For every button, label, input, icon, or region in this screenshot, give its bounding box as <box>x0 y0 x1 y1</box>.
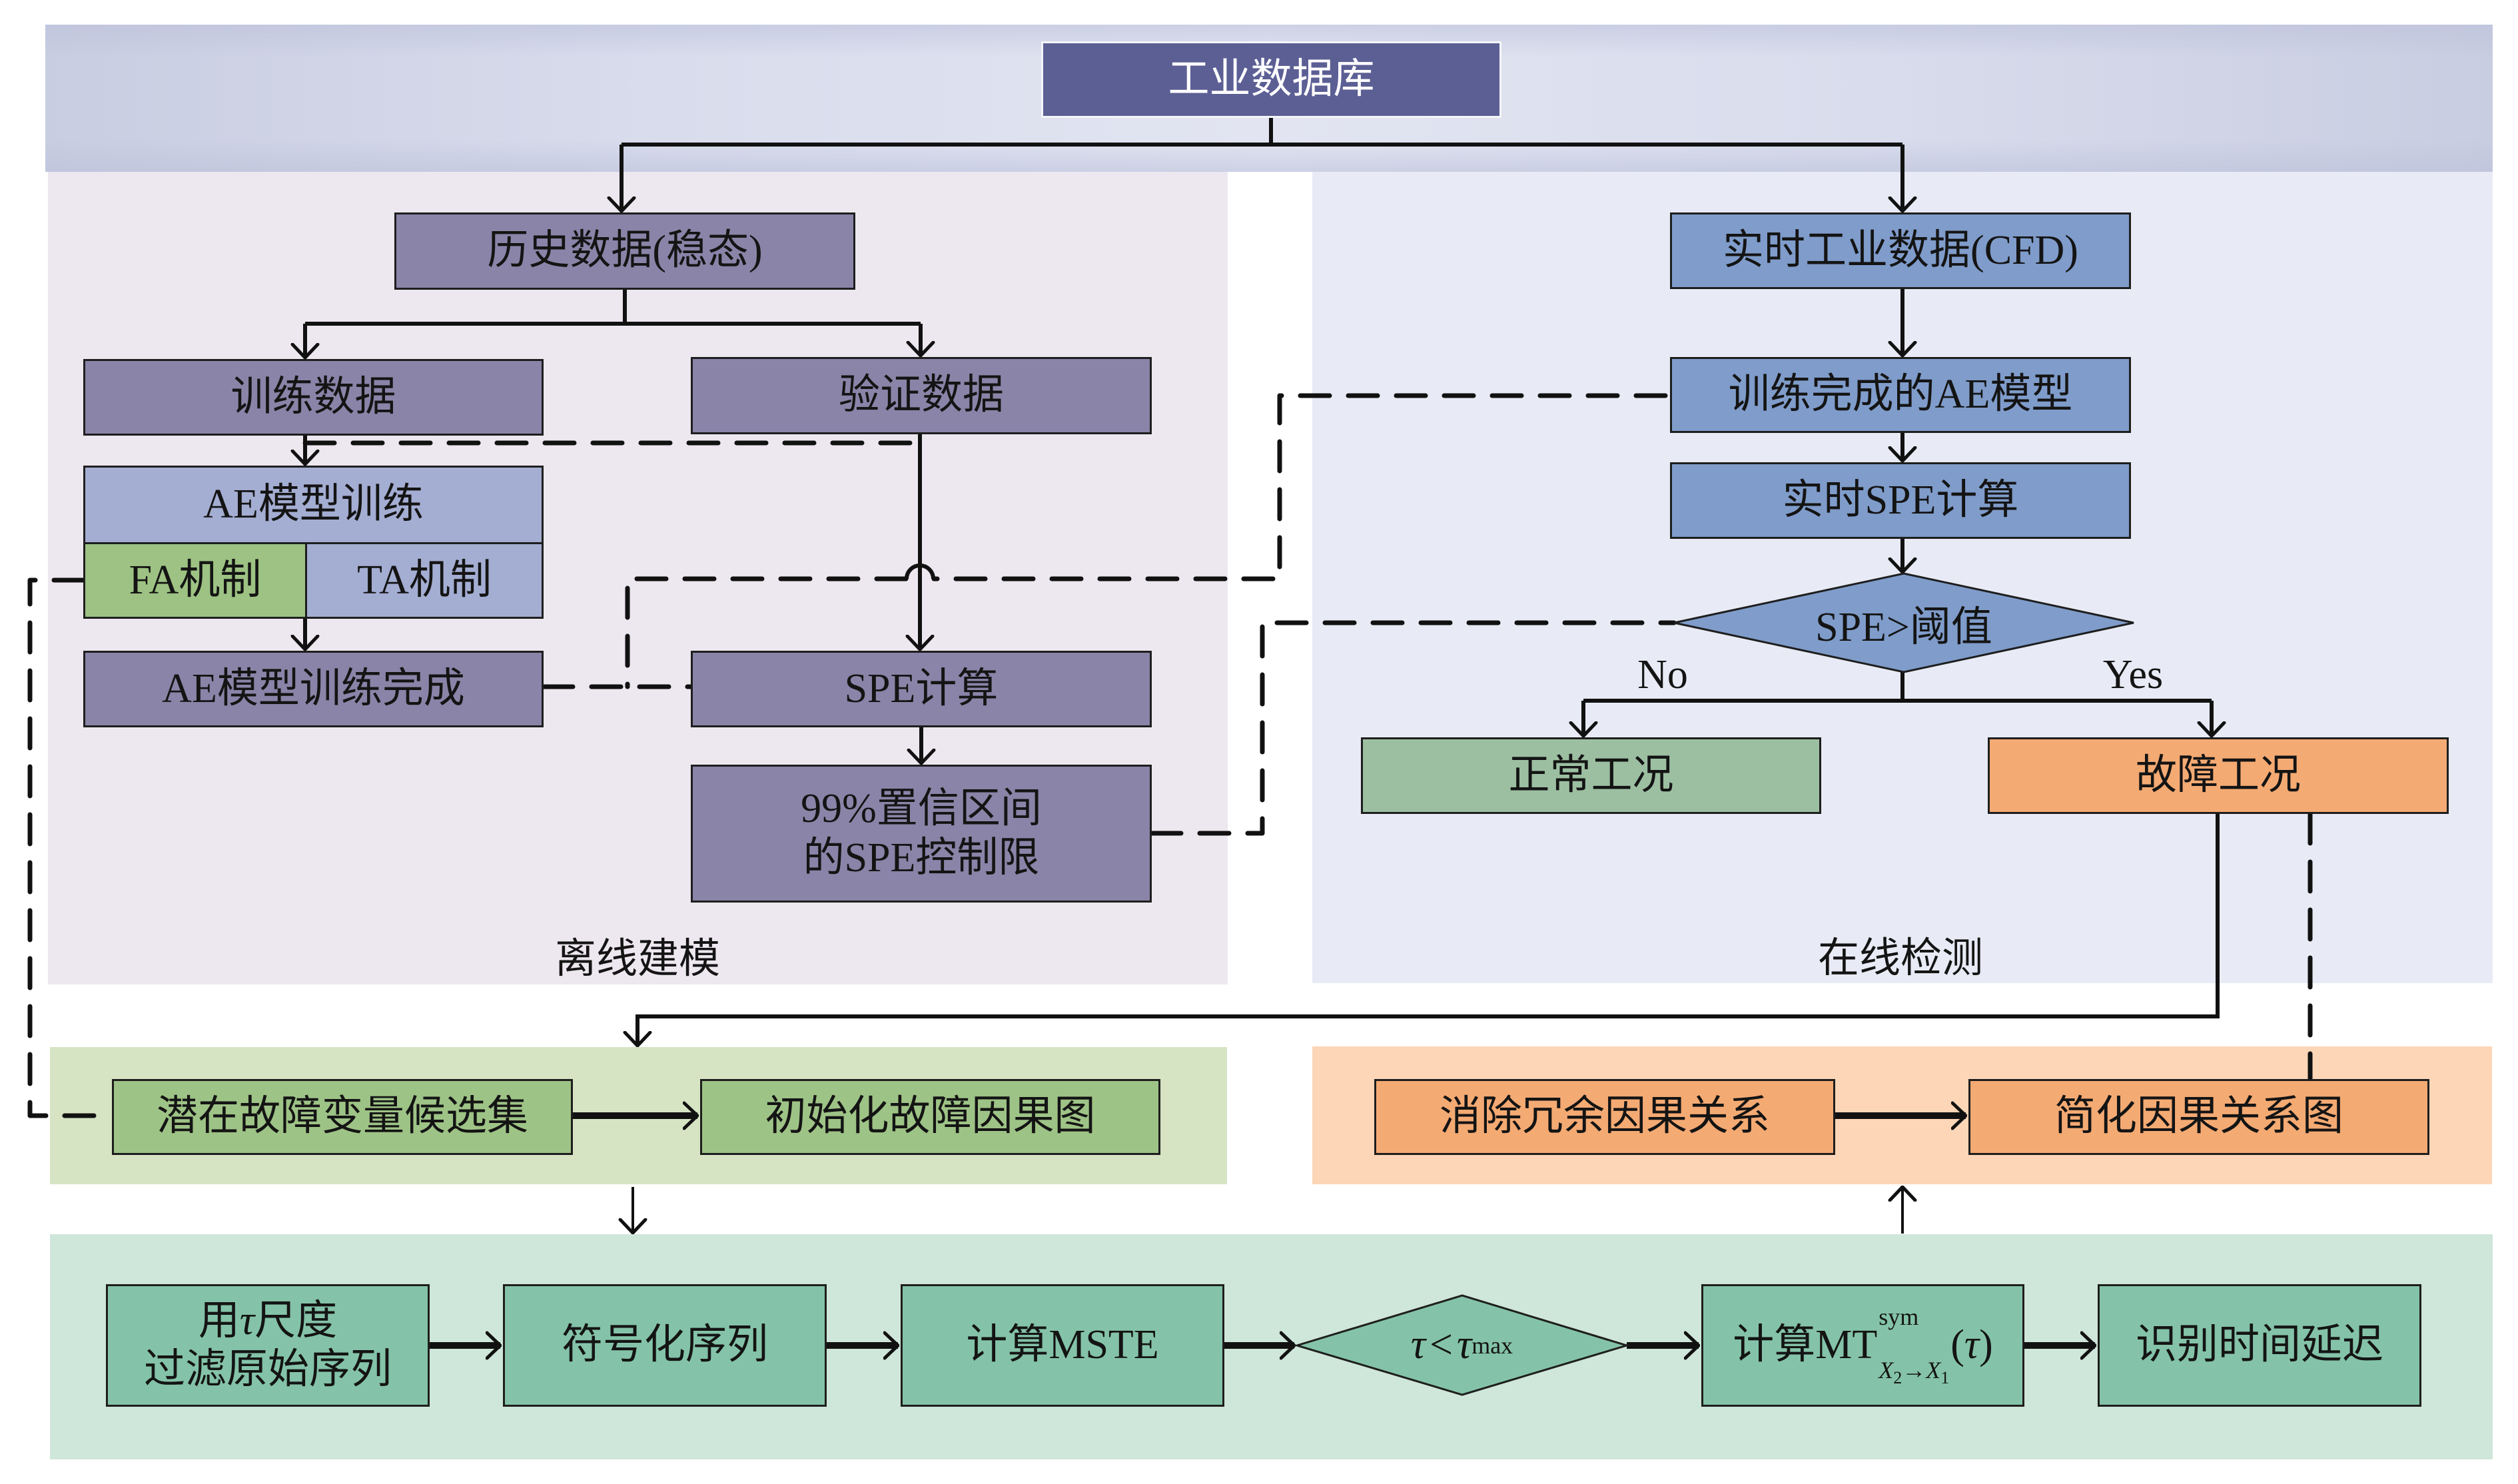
mt-arg: τ <box>1964 1322 1980 1368</box>
realtime-data-label: 实时工业数据(CFD) <box>1723 227 2078 273</box>
symbolize-label: 符号化序列 <box>561 1322 768 1368</box>
ta-mechanism-label: TA机制 <box>357 557 492 603</box>
control-limit-line-1: 99%置信区间 <box>801 786 1042 832</box>
tau-symbol: τ <box>239 1298 255 1343</box>
realtime-spe-box: 实时SPE计算 <box>1670 462 2131 539</box>
identify-delay-label: 识别时间延迟 <box>2135 1322 2383 1368</box>
industrial-database-label: 工业数据库 <box>1168 56 1375 102</box>
fa-mechanism-label: FA机制 <box>129 557 262 603</box>
control-limit-box: 99%置信区间 的SPE控制限 <box>691 765 1152 903</box>
ae-trained-label: AE模型训练完成 <box>162 665 465 711</box>
condition-rhs-sub: max <box>1471 1331 1513 1359</box>
industrial-database-box: 工业数据库 <box>1041 41 1501 118</box>
remove-redundant-label: 消除冗余因果关系 <box>1439 1094 1770 1140</box>
mt-sub: X2→X1 <box>1879 1358 1949 1387</box>
online-detection-title: 在线检测 <box>1817 936 1983 981</box>
realtime-spe-label: 实时SPE计算 <box>1782 477 2019 523</box>
mt-sub-to: X <box>1926 1356 1941 1383</box>
candidate-set-box: 潜在故障变量候选集 <box>112 1079 573 1155</box>
filter-line-1: 用τ尺度 <box>199 1297 337 1345</box>
filter-line-2: 过滤原始序列 <box>143 1347 392 1392</box>
normal-condition-label: 正常工况 <box>1508 752 1674 798</box>
mt-sub-to-index: 1 <box>1940 1367 1950 1387</box>
control-limit-line-2: 的SPE控制限 <box>803 835 1040 881</box>
mt-sup: sym <box>1879 1303 1919 1330</box>
fa-mechanism-box: FA机制 <box>83 542 307 619</box>
realtime-data-box: 实时工业数据(CFD) <box>1670 212 2131 289</box>
mt-sub-from: X <box>1879 1356 1894 1383</box>
filter-sequence-box: 用τ尺度 过滤原始序列 <box>106 1284 430 1407</box>
mt-prefix: 计算 <box>1733 1322 1816 1368</box>
simplified-graph-box: 简化因果关系图 <box>1968 1079 2429 1155</box>
mste-box: 计算MSTE <box>901 1284 1224 1407</box>
remove-redundant-box: 消除冗余因果关系 <box>1374 1079 1835 1155</box>
mste-label: 计算MSTE <box>966 1322 1159 1368</box>
training-data-box: 训练数据 <box>83 359 544 436</box>
decision-label: SPE>阈值 <box>1815 605 1992 650</box>
condition-rhs: τ <box>1456 1322 1472 1367</box>
mt-operator: MT <box>1815 1322 1878 1368</box>
validation-data-box: 验证数据 <box>691 357 1152 434</box>
filter-prefix: 用 <box>198 1298 240 1343</box>
history-data-label: 历史数据(稳态) <box>487 228 763 274</box>
filter-suffix: 尺度 <box>254 1298 338 1343</box>
normal-condition-box: 正常工况 <box>1361 737 1821 814</box>
training-data-label: 训练数据 <box>230 374 396 420</box>
spe-calc-box: SPE计算 <box>691 651 1152 727</box>
identify-delay-box: 识别时间延迟 <box>2098 1284 2421 1407</box>
mt-arg-close: ) <box>1979 1322 1993 1368</box>
mt-sub-from-index: 2 <box>1893 1367 1902 1387</box>
fault-condition-label: 故障工况 <box>2135 752 2301 798</box>
trained-model-box: 训练完成的AE模型 <box>1670 357 2131 433</box>
spe-calc-label: SPE计算 <box>844 665 999 711</box>
history-data-box: 历史数据(稳态) <box>394 212 855 290</box>
trained-model-label: 训练完成的AE模型 <box>1728 372 2073 418</box>
mt-arg-open: ( <box>1950 1322 1964 1368</box>
ta-mechanism-box: TA机制 <box>305 542 544 619</box>
ae-training-box: AE模型训练 <box>83 466 544 544</box>
candidate-set-label: 潜在故障变量候选集 <box>156 1094 528 1140</box>
mt-sub-arrow: → <box>1902 1356 1926 1383</box>
simplified-graph-label: 简化因果关系图 <box>2054 1094 2343 1140</box>
condition-op: < <box>1430 1322 1453 1367</box>
init-graph-label: 初始化故障因果图 <box>765 1094 1096 1140</box>
ae-trained-box: AE模型训练完成 <box>83 651 544 727</box>
init-graph-box: 初始化故障因果图 <box>700 1079 1160 1155</box>
fault-condition-box: 故障工况 <box>1988 737 2449 814</box>
condition-lhs: τ <box>1410 1322 1426 1367</box>
symbolize-box: 符号化序列 <box>503 1284 827 1407</box>
offline-modeling-title: 离线建模 <box>554 936 720 982</box>
validation-data-label: 验证数据 <box>838 372 1004 418</box>
ae-training-label: AE模型训练 <box>203 482 424 528</box>
